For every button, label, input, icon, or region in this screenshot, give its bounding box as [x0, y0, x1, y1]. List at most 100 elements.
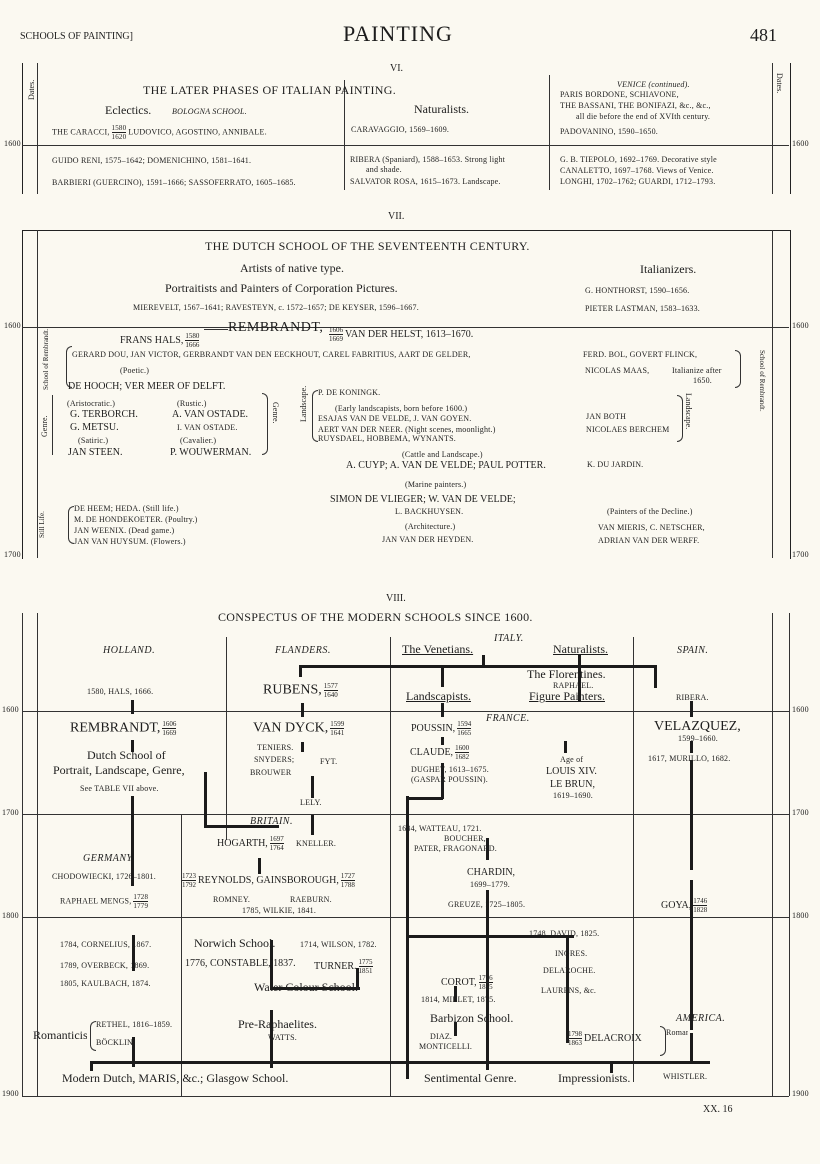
velazquez: VELAZQUEZ, [654, 719, 741, 734]
venice-heading: VENICE (continued). [617, 80, 690, 89]
brace [68, 506, 74, 544]
laurens: LAURENS, &c. [541, 986, 597, 995]
lineage-line [301, 703, 304, 717]
running-head: SCHOOLS OF PAINTING] [20, 31, 133, 42]
diaz: DIAZ. [430, 1032, 453, 1041]
dutch-school-2: Portrait, Landscape, Genre, [53, 763, 185, 777]
lineage-line [441, 775, 444, 799]
barbieri: BARBIERI (GUERCINO), 1591–1666; SASSOFER… [52, 178, 296, 187]
lineage-line [270, 940, 273, 990]
rule-1600 [22, 711, 789, 712]
holland-heading: HOLLAND. [103, 645, 156, 656]
lineage-line [406, 797, 443, 800]
watts: WATTS. [268, 1033, 297, 1042]
boucher: BOUCHER, [444, 834, 486, 843]
spain-heading: SPAIN. [677, 645, 709, 656]
teniers: TENIERS. [257, 743, 294, 752]
brace [90, 1021, 96, 1051]
lineage-line [131, 700, 134, 714]
lineage-line [132, 1037, 135, 1067]
lineage-line [311, 776, 314, 798]
lineage-line [258, 858, 261, 874]
ferd-bol: FERD. BOL, GOVERT FLINCK, [583, 350, 698, 359]
section-title: THE DUTCH SCHOOL OF THE SEVENTEENTH CENT… [205, 239, 530, 253]
romney: ROMNEY. [213, 895, 251, 904]
italianize-label: Italianize after [672, 366, 722, 375]
table-vi-frame [22, 63, 791, 194]
weenix: JAN WEENIX. (Dead game.) [74, 526, 175, 535]
divider [52, 395, 53, 455]
year-mark-1700-right: 1700 [792, 550, 809, 559]
still-life-label: Still Life. [38, 511, 46, 538]
david: 1748, DAVID, 1825. [529, 929, 600, 938]
lineage-line [454, 1022, 457, 1036]
school-of-rembrandt-left: School of Rembrandt. [42, 328, 50, 390]
britain-heading: BRITAIN. [250, 816, 293, 827]
lineage-line [204, 825, 279, 828]
naturalists-heading: Naturalists. [553, 642, 608, 656]
divider [37, 613, 38, 1096]
nicolas-maas: NICOLAS MAAS, [585, 366, 650, 375]
watteau: 1684, WATTEAU, 1721. [398, 824, 482, 833]
lineage-line [690, 701, 693, 717]
divider [226, 637, 227, 840]
lineage-line [406, 935, 574, 938]
rule-1900 [22, 1096, 789, 1097]
jan-both: JAN BOTH [586, 412, 627, 421]
divider [181, 814, 182, 1096]
year-mark-1700: 1700 [2, 808, 19, 817]
vlieger: SIMON DE VLIEGER; W. VAN DE VELDE; [330, 494, 516, 505]
honthorst: G. HONTHORST, 1590–1656. [585, 286, 690, 295]
chardin: CHARDIN, [467, 867, 516, 878]
satiric-label: (Satiric.) [78, 436, 109, 445]
lineage-line [690, 880, 693, 1030]
divider [772, 63, 773, 194]
rembrandt: REMBRANDT, [228, 320, 324, 335]
school-of-rembrandt-right: School of Rembrandt. [758, 350, 766, 412]
lineage-line [482, 655, 485, 667]
divider [789, 613, 790, 1096]
overbeck: 1789, OVERBECK, 1869. [60, 961, 150, 970]
florentines: The Florentines. [527, 667, 606, 681]
romanticists-left: Romanticists [33, 1028, 87, 1042]
dates-label-right: Dates. [775, 73, 784, 94]
lineage-line [690, 741, 693, 753]
cavalier-label: (Cavalier.) [180, 436, 217, 445]
van-der-heyden: JAN VAN DER HEYDEN. [382, 535, 474, 544]
early-landscapists: (Early landscapists, born before 1600.) [335, 404, 468, 413]
de-heem: DE HEEM; HEDA. (Still life.) [74, 504, 179, 513]
murillo: 1617, MURILLO, 1682. [648, 754, 731, 763]
aert-van-der-neer: AERT VAN DER NEER. (Night scenes, moonli… [318, 425, 496, 434]
whistler: WHISTLER. [663, 1072, 708, 1081]
age-of: Age of [560, 755, 584, 764]
divider [772, 613, 773, 1096]
lineage-line [204, 772, 207, 827]
year-mark-1600-right: 1600 [792, 139, 809, 148]
decline-label: (Painters of the Decline.) [607, 507, 693, 516]
greuze: GREUZE, 1725–1805. [448, 900, 526, 909]
lineage-line [90, 1061, 710, 1064]
jan-steen: JAN STEEN. [68, 447, 123, 458]
lineage-line [270, 1010, 273, 1068]
lineage-line [131, 796, 134, 886]
terborch: G. TERBORCH. [70, 409, 138, 420]
koningk: P. DE KONINGK. [318, 388, 381, 397]
section-title: CONSPECTUS OF THE MODERN SCHOOLS SINCE 1… [218, 610, 533, 624]
figure-painters-heading: Figure Painters. [529, 689, 605, 703]
lineage-line [441, 737, 444, 745]
italy-heading: ITALY. [494, 633, 524, 644]
year-mark-1700-right: 1700 [792, 808, 809, 817]
year-mark-1800-right: 1800 [792, 911, 809, 920]
wouwerman: P. WOUWERMAN. [170, 447, 252, 458]
cattle-label: (Cattle and Landscape.) [402, 450, 483, 459]
tiepolo: G. B. TIEPOLO, 1692–1769. Decorative sty… [560, 155, 717, 164]
lineage-line [578, 667, 581, 702]
year-mark-1600: 1600 [4, 321, 21, 330]
norwich-school: Norwich School. [194, 936, 276, 950]
lineage-line [486, 838, 489, 860]
